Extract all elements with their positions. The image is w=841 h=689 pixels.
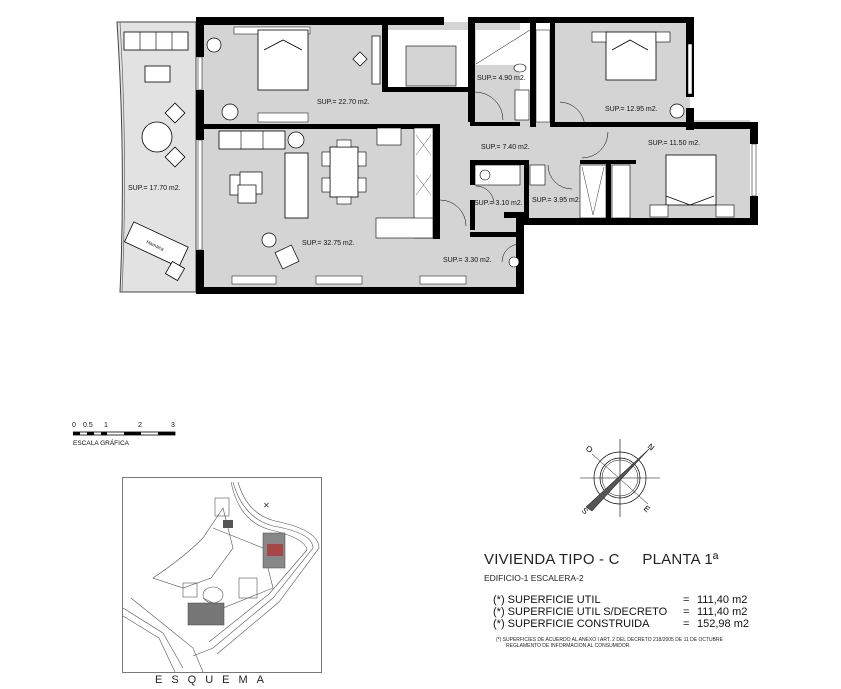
floor-level: PLANTA 1ª — [642, 551, 719, 568]
scale-tick-1: 1 — [104, 422, 108, 429]
footnote-line-1: (*) SUPERFICIES DE ACUERDO AL ANEXO I AR… — [496, 637, 723, 643]
room-label-main-bedroom: SUP.= 22.70 m2. — [317, 99, 370, 106]
svg-text:✕: ✕ — [263, 501, 270, 510]
compass-n: N — [646, 442, 656, 453]
room-label-bathroom-1: SUP.= 4.90 m2. — [477, 75, 526, 82]
floor-plan: Hamaca — [116, 17, 758, 294]
compass-o: O — [584, 444, 595, 455]
room-label-entrance: SUP.= 3.30 m2. — [443, 257, 492, 264]
footnote-line-2: REGLAMENTO DE INFORMACION AL CONSUMIDOR. — [506, 643, 631, 649]
walls — [196, 17, 758, 294]
area-eq: = — [683, 606, 690, 618]
area-eq: = — [683, 618, 690, 630]
room-label-laundry: SUP.= 3.10 m2. — [474, 200, 523, 207]
scale-tick-0: 0 — [72, 422, 76, 429]
title-block: VIVIENDA TIPO - C PLANTA 1ª EDIFICIO-1 E… — [484, 551, 804, 649]
scale-tick-3: 3 — [171, 422, 175, 429]
area-eq: = — [683, 594, 690, 606]
compass-e: E — [642, 504, 652, 514]
site-plan: ✕ — [122, 477, 322, 673]
area-row-util: (*) SUPERFICIE UTIL = 111,40 m2 — [493, 594, 804, 606]
compass-rose: N S O E — [580, 439, 660, 517]
room-label-bedroom-3: SUP.= 11.50 m2. — [648, 140, 700, 147]
area-label: (*) SUPERFICIE CONSTRUIDA — [493, 618, 650, 630]
area-row-construida: (*) SUPERFICIE CONSTRUIDA = 152,98 m2 — [493, 618, 804, 630]
plan-title: VIVIENDA TIPO - C PLANTA 1ª — [484, 551, 804, 568]
terrace: Hamaca — [116, 21, 197, 293]
area-row-util-decreto: (*) SUPERFICIE UTIL S/DECRETO = 111,40 m… — [493, 606, 804, 618]
compass-s: S — [580, 506, 590, 516]
site-plan-drawing: ✕ — [123, 481, 320, 672]
room-label-bathroom-2: SUP.= 3.95 m2. — [532, 197, 581, 204]
area-value: 152,98 m2 — [697, 618, 749, 630]
area-value: 111,40 m2 — [697, 594, 748, 606]
scale-label: ESCALA GRÁFICA — [73, 440, 129, 447]
unit-type: VIVIENDA TIPO - C — [484, 551, 620, 568]
footnote: (*) SUPERFICIES DE ACUERDO AL ANEXO I AR… — [496, 637, 804, 649]
room-label-terrace: SUP.= 17.70 m2. — [128, 185, 181, 192]
site-plan-label: ESQUEMA — [155, 674, 274, 686]
room-label-bedroom-2: SUP.= 12.95 m2. — [605, 106, 658, 113]
building-staircase: EDIFICIO-1 ESCALERA-2 — [484, 573, 584, 583]
room-label-hall: SUP.= 7.40 m2. — [481, 144, 530, 151]
scale-tick-2: 2 — [138, 422, 142, 429]
area-label: (*) SUPERFICIE UTIL S/DECRETO — [493, 606, 668, 618]
scale-bar-graphic — [73, 431, 176, 436]
scale-tick-05: 0.5 — [83, 422, 93, 429]
room-label-living-dining: SUP.= 32.75 m2. — [302, 240, 355, 247]
scale-bar: 0 0.5 1 2 3 ESCALA GRÁFICA — [70, 422, 190, 452]
highlighted-building — [267, 544, 283, 556]
area-label: (*) SUPERFICIE UTIL — [493, 594, 601, 606]
area-summary: (*) SUPERFICIE UTIL = 111,40 m2 (*) SUPE… — [493, 594, 804, 630]
area-value: 111,40 m2 — [697, 606, 748, 618]
